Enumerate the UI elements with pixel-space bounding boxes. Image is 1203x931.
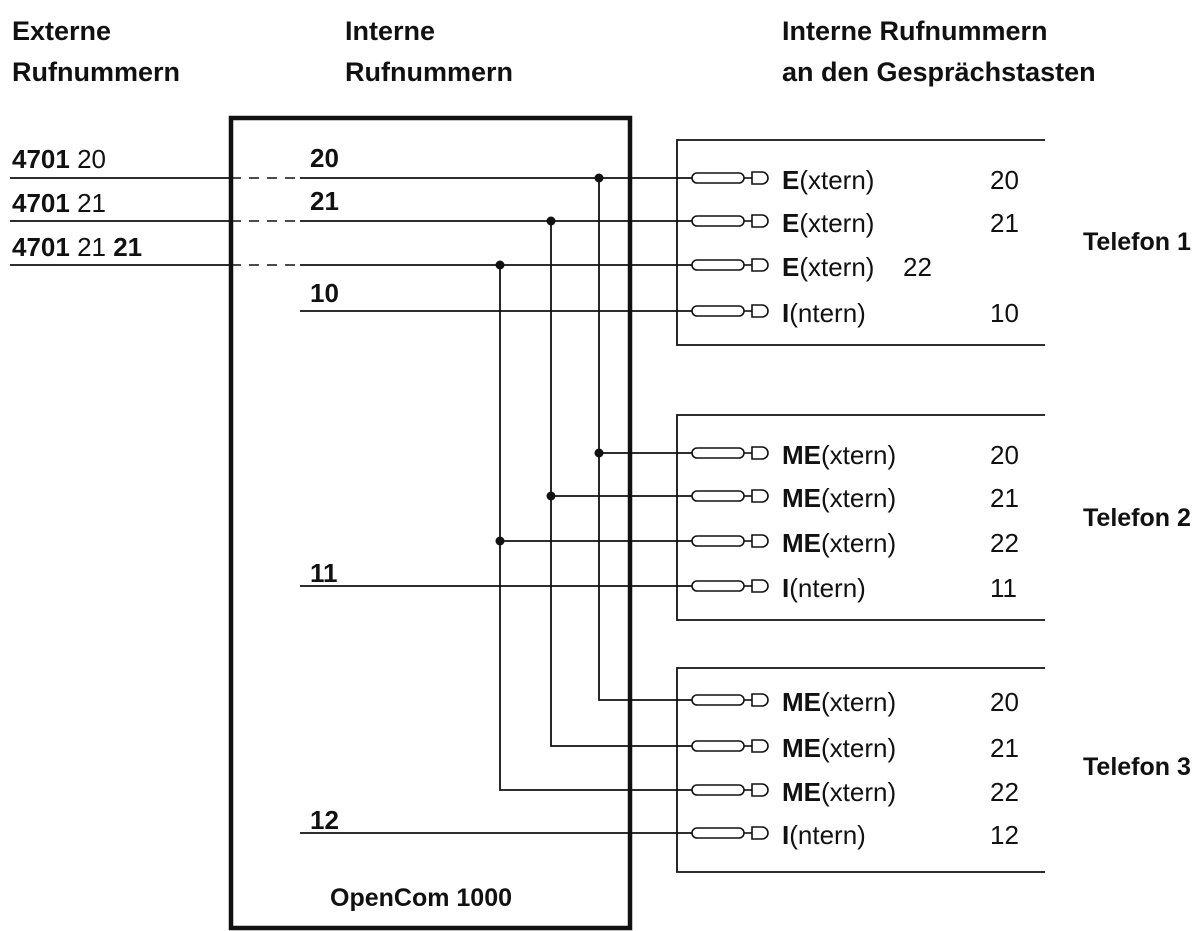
bus-21 bbox=[550, 221, 692, 747]
key-number: 21 bbox=[990, 208, 1019, 238]
internal-number: 10 bbox=[310, 278, 339, 308]
key-label: I(ntern) bbox=[782, 298, 866, 328]
junction-dot bbox=[546, 491, 556, 501]
key-label: ME(xtern) bbox=[782, 687, 896, 717]
key-number: 20 bbox=[990, 165, 1019, 195]
key-label: ME(xtern) bbox=[782, 483, 896, 513]
key-label: E(xtern) bbox=[782, 252, 874, 282]
key-button-icon bbox=[691, 489, 769, 503]
internal-numbers: 20 21 10 11 12 bbox=[310, 143, 339, 835]
key-button-icon bbox=[691, 171, 769, 185]
phone-1-bracket bbox=[676, 139, 1045, 346]
header-external-line2: Rufnummern bbox=[12, 57, 180, 87]
key-number: 22 bbox=[903, 252, 932, 282]
junction-dot bbox=[594, 448, 604, 458]
pbx-box bbox=[228, 115, 633, 931]
phone-2-keys: ME(xtern) 20 ME(xtern) 21 ME(xtern) 22 I… bbox=[782, 440, 1019, 603]
bus-22 bbox=[499, 265, 692, 791]
phone-names: Telefon 1 Telefon 2 Telefon 3 bbox=[1083, 228, 1191, 781]
internal-number: 11 bbox=[310, 558, 338, 588]
external-number: 4701 21 bbox=[12, 188, 106, 218]
key-button-icon bbox=[691, 534, 769, 548]
phone-name-1: Telefon 1 bbox=[1083, 228, 1191, 256]
column-headers: Externe Rufnummern Interne Rufnummern In… bbox=[12, 16, 1096, 87]
key-label: ME(xtern) bbox=[782, 440, 896, 470]
key-number: 21 bbox=[990, 733, 1019, 763]
header-external-line1: Externe bbox=[12, 16, 111, 46]
key-label: I(ntern) bbox=[782, 573, 866, 603]
key-button-icon bbox=[691, 826, 769, 840]
key-number: 21 bbox=[990, 483, 1019, 513]
key-number: 11 bbox=[990, 573, 1017, 603]
key-button-icon bbox=[691, 258, 769, 272]
key-button-icon bbox=[691, 304, 769, 318]
external-numbers: 4701 20 4701 21 4701 21 21 bbox=[12, 144, 142, 262]
key-label: E(xtern) bbox=[782, 165, 874, 195]
phone-3-keys: ME(xtern) 20 ME(xtern) 21 ME(xtern) 22 I… bbox=[782, 687, 1019, 850]
key-number: 20 bbox=[990, 687, 1019, 717]
internal-lines bbox=[300, 177, 692, 834]
key-number: 22 bbox=[990, 528, 1019, 558]
key-icons bbox=[691, 171, 769, 840]
key-label: E(xtern) bbox=[782, 208, 874, 238]
key-number: 22 bbox=[990, 777, 1019, 807]
junction-dot bbox=[495, 260, 505, 270]
junction-dot bbox=[546, 216, 556, 226]
internal-number: 12 bbox=[310, 805, 339, 835]
header-keys-line2: an den Gesprächstasten bbox=[782, 57, 1096, 87]
internal-number: 21 bbox=[310, 186, 339, 216]
header-internal-line2: Rufnummern bbox=[345, 57, 513, 87]
pbx-label: OpenCom 1000 bbox=[330, 884, 512, 912]
key-button-icon bbox=[691, 446, 769, 460]
phone-name-2: Telefon 2 bbox=[1083, 504, 1191, 532]
key-label: ME(xtern) bbox=[782, 528, 896, 558]
key-number: 10 bbox=[990, 298, 1019, 328]
key-button-icon bbox=[691, 579, 769, 593]
phone-1-keys: E(xtern) 20 E(xtern) 21 E(xtern) 22 I(nt… bbox=[782, 165, 1019, 328]
external-number: 4701 20 bbox=[12, 144, 106, 174]
header-internal-line1: Interne bbox=[345, 16, 435, 46]
key-label: ME(xtern) bbox=[782, 777, 896, 807]
key-button-icon bbox=[691, 739, 769, 753]
internal-number: 20 bbox=[310, 143, 339, 173]
external-lines bbox=[10, 177, 300, 266]
key-button-icon bbox=[691, 783, 769, 797]
key-button-icon bbox=[691, 693, 769, 707]
key-label: I(ntern) bbox=[782, 820, 866, 850]
key-number: 12 bbox=[990, 820, 1019, 850]
external-number: 4701 21 21 bbox=[12, 232, 142, 262]
phone-name-3: Telefon 3 bbox=[1083, 753, 1191, 781]
junction-dot bbox=[594, 173, 604, 183]
key-button-icon bbox=[691, 214, 769, 228]
key-number: 20 bbox=[990, 440, 1019, 470]
key-label: ME(xtern) bbox=[782, 733, 896, 763]
phone-3-bracket bbox=[676, 667, 1045, 873]
junctions bbox=[495, 173, 604, 546]
distribution-buses bbox=[499, 178, 692, 791]
junction-dot bbox=[495, 536, 505, 546]
header-keys-line1: Interne Rufnummern bbox=[782, 16, 1048, 46]
phone-2-bracket bbox=[676, 414, 1045, 621]
phone-enclosures bbox=[676, 139, 1045, 873]
bus-20 bbox=[598, 178, 692, 701]
